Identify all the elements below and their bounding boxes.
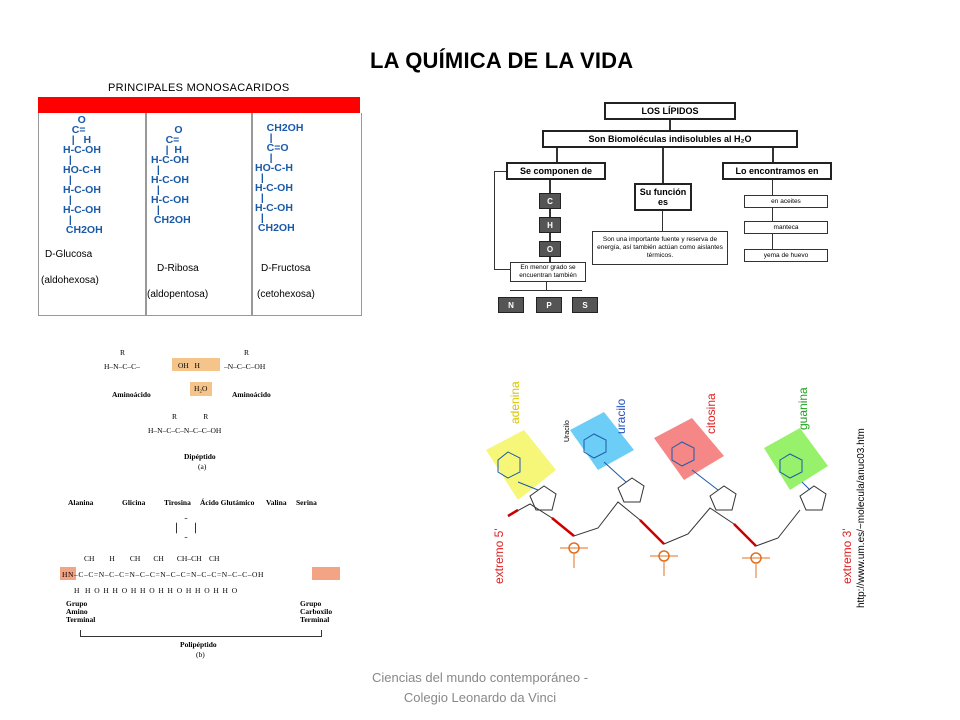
tyrosine-ring bbox=[176, 518, 196, 538]
glucosa-column: O C= | H H-C-OH | HO-C-H | H-C-OH | H-C-… bbox=[38, 113, 146, 316]
dipeptido-label: Dipéptido bbox=[184, 452, 216, 461]
element-o: O bbox=[539, 241, 561, 257]
element-p: P bbox=[536, 297, 562, 313]
residue-tirosina: Tirosina bbox=[164, 498, 191, 507]
grupo-carboxilo-label: Grupo Carboxilo Terminal bbox=[300, 599, 333, 624]
aa1-structure: R bbox=[120, 348, 126, 357]
found-manteca: manteca bbox=[744, 221, 828, 234]
nucleotide-drawing bbox=[486, 412, 828, 578]
aminoacido-1-label: Aminoácido bbox=[112, 390, 151, 399]
fructosa-name: D-Fructosa bbox=[261, 263, 311, 274]
glucosa-type: (aldohexosa) bbox=[41, 275, 99, 286]
water-highlight bbox=[190, 382, 212, 396]
element-n: N bbox=[498, 297, 524, 313]
guanina-label: guanina bbox=[796, 387, 810, 430]
citosina-label: citosina bbox=[704, 393, 718, 434]
polipeptido-label: Polipéptido bbox=[180, 640, 217, 649]
element-c: C bbox=[539, 193, 561, 209]
minor-note-box: En menor grado se encuentran también bbox=[510, 262, 586, 282]
residue-valina: Valina bbox=[266, 498, 287, 507]
residue-serina: Serina bbox=[296, 498, 317, 507]
element-h: H bbox=[539, 217, 561, 233]
aminoacido-2-label: Aminoácido bbox=[232, 390, 271, 399]
adenina-panel bbox=[486, 430, 556, 500]
ribosa-column: O C= | H H-C-OH | H-C-OH | H-C-OH | CH2O… bbox=[146, 113, 252, 316]
branch-componen-box: Se componen de bbox=[506, 162, 606, 180]
source-url-label: http://www.um.es/~molecula/anuc03.htm bbox=[856, 428, 867, 608]
page-title: LA QUÍMICA DE LA VIDA bbox=[370, 48, 634, 73]
lipidos-definition-box: Son Biomoléculas indisolubles al H₂O bbox=[542, 130, 798, 148]
uracilo-panel bbox=[570, 412, 634, 470]
footer: Ciencias del mundo contemporáneo - Coleg… bbox=[330, 668, 630, 708]
peptide-figure: R H–N–C–C– OH H –N–C–C–OH R Aminoácido A… bbox=[60, 342, 350, 660]
monosacaridos-heading: PRINCIPALES MONOSACARIDOS bbox=[108, 82, 290, 94]
residue-glicina: Glicina bbox=[122, 498, 146, 507]
ribosa-type: (aldopentosa) bbox=[147, 289, 209, 300]
glucosa-name: D-Glucosa bbox=[45, 249, 93, 260]
footer-line-2: Colegio Leonardo da Vinci bbox=[403, 690, 557, 705]
fructosa-column: CH2OH | C=O | HO-C-H | H-C-OH | H-C-OH |… bbox=[252, 113, 362, 316]
lipidos-concept-map: LOS LÍPIDOS Son Biomoléculas indisoluble… bbox=[488, 95, 840, 320]
oh-h-highlight bbox=[172, 358, 220, 371]
found-aceites: en aceites bbox=[744, 195, 828, 208]
extremo-3-label: extremo 3' bbox=[840, 528, 854, 584]
adenina-label: adenina bbox=[508, 381, 522, 424]
branch-funcion-box: Su función es bbox=[634, 183, 692, 211]
dipeptide-structure: H–N–C–C–N–C–C–OH bbox=[148, 426, 222, 435]
water-label: H₂O bbox=[194, 384, 208, 393]
fructosa-type: (cetohexosa) bbox=[257, 289, 315, 300]
citosina-panel bbox=[654, 418, 724, 480]
nucleotide-figure: adenina Uracilo uracilo citosina guanina… bbox=[478, 378, 870, 610]
found-yema: yema de huevo bbox=[744, 249, 828, 262]
uracilo-small-label: Uracilo bbox=[564, 420, 571, 442]
glucosa-structure: O C= | H H-C-OH | HO-C-H | H-C-OH | H-C-… bbox=[63, 114, 103, 236]
polypeptide-bracket bbox=[80, 630, 322, 637]
ribosa-name: D-Ribosa bbox=[157, 263, 199, 274]
polypeptide-chain: HN–C–C=N–C–C=N–C–C=N–C–C=N–C–C=N–C–C–OH bbox=[62, 570, 265, 579]
element-s: S bbox=[572, 297, 598, 313]
uracilo-label: uracilo bbox=[614, 398, 628, 434]
monosacaridos-figure: PRINCIPALES MONOSACARIDOS O C= | H H-C-O… bbox=[38, 80, 364, 316]
extremo-5-label: extremo 5' bbox=[492, 528, 506, 584]
lipidos-root-box: LOS LÍPIDOS bbox=[604, 102, 736, 120]
amino-terminal-highlight bbox=[60, 567, 76, 580]
carboxyl-terminal-highlight bbox=[312, 567, 340, 580]
fructosa-structure: CH2OH | C=O | HO-C-H | H-C-OH | H-C-OH |… bbox=[255, 122, 304, 234]
polipeptido-tag: (b) bbox=[196, 650, 205, 659]
function-text-box: Son una importante fuente y reserva de e… bbox=[592, 231, 728, 265]
grupo-amino-label: Grupo Amino Terminal bbox=[66, 599, 96, 624]
residue-alanina: Alanina bbox=[68, 498, 94, 507]
monosacaridos-header-bar bbox=[38, 97, 360, 113]
branch-encontramos-box: Lo encontramos en bbox=[722, 162, 832, 180]
dipeptido-tag: (a) bbox=[198, 462, 207, 471]
residue-glutamico: Ácido Glutámico bbox=[200, 498, 255, 507]
footer-line-1: Ciencias del mundo contemporáneo - bbox=[371, 670, 589, 685]
ribosa-structure: O C= | H H-C-OH | H-C-OH | H-C-OH | CH2O… bbox=[151, 124, 191, 226]
guanina-panel bbox=[764, 428, 828, 490]
